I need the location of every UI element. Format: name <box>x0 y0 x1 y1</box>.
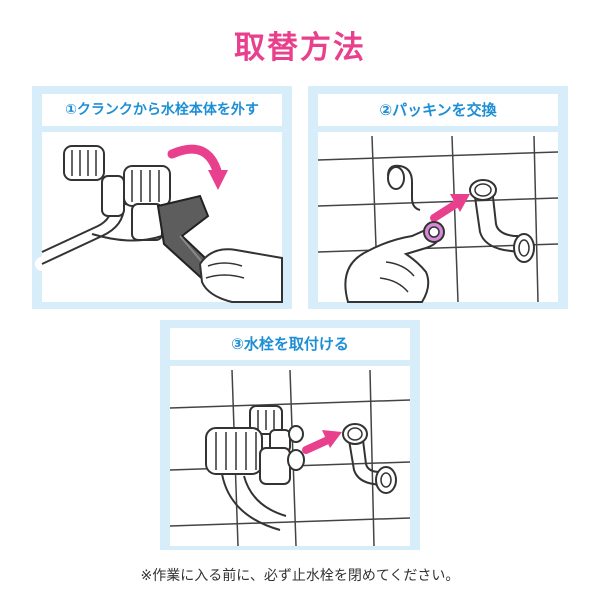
step-3-text: 水栓を取付ける <box>243 335 349 353</box>
crank-fitting-icon <box>387 164 421 211</box>
direction-arrow-icon <box>302 430 342 454</box>
crank-fitting-icon <box>469 179 535 263</box>
step-1-illustration <box>35 132 283 303</box>
faucet-icon <box>91 165 171 242</box>
crank-fitting-icon <box>342 423 397 494</box>
step-2-panel: ②パッキンを交換 <box>308 86 568 309</box>
step-1-number: ① <box>65 102 77 118</box>
step-2-text: パッキンを交換 <box>392 101 497 119</box>
step-3-panel: ③水栓を取付ける <box>160 320 420 550</box>
faucet-icon <box>205 427 305 531</box>
step-2-label: ②パッキンを交換 <box>318 94 558 126</box>
step-1-panel: ①クランクから水栓本体を外す <box>32 86 292 309</box>
step-3-illustration <box>169 366 411 547</box>
step-1-label: ①クランクから水栓本体を外す <box>42 94 282 126</box>
step-2-number: ② <box>379 101 393 119</box>
hand-icon <box>198 248 283 303</box>
step-3-label: ③水栓を取付ける <box>170 328 410 360</box>
direction-arrow-icon <box>430 194 470 222</box>
rotate-arrow-icon <box>167 144 228 190</box>
step-1-text: クランクから水栓本体を外す <box>76 102 259 118</box>
step-3-number: ③ <box>231 335 244 353</box>
packing-ring-icon <box>423 221 445 243</box>
safety-note: ※作業に入る前に、必ず止水栓を閉めてください。 <box>140 568 460 584</box>
step-2-illustration <box>317 132 559 303</box>
page-title: 取替方法 <box>234 30 366 66</box>
faucet-icon <box>249 405 304 453</box>
